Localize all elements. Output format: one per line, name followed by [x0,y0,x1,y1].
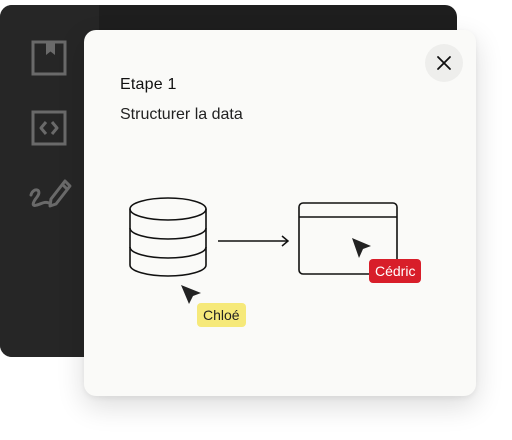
step-label: Etape 1 [120,76,177,93]
cursor-icon-chloe [181,285,201,304]
bookmark-icon[interactable] [29,38,69,78]
cursor-icon-cedric [352,238,371,258]
close-button[interactable] [425,44,463,82]
sidebar [0,5,99,357]
user-tag-chloe: Chloé [197,303,246,327]
arrow-right-icon [218,235,290,247]
workflow-illustration [129,197,398,304]
user-tag-cedric: Cédric [369,259,422,283]
pen-signature-icon[interactable] [25,173,73,213]
close-icon [437,56,451,70]
step-title: Structurer la data [120,106,243,123]
database-icon [129,197,207,277]
code-icon[interactable] [29,108,69,148]
onboarding-modal: Etape 1 Structurer la data [84,30,476,396]
window-icon [298,202,398,275]
